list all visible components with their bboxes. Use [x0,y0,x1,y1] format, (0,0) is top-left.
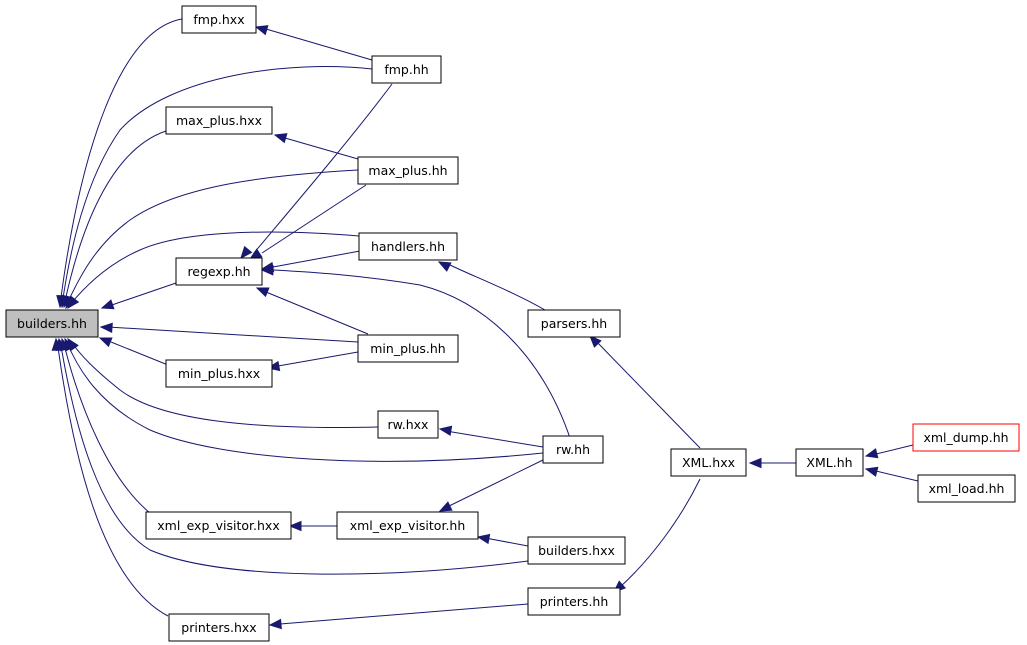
edge-min-plus-hxx-to-builders-hh [110,341,169,366]
node-rw-hxx[interactable]: rw.hxx [377,410,439,439]
edge-builders-hxx-to-builders-hh [59,339,529,575]
node-label: xml_load.hh [929,481,1005,496]
node-label: xml_dump.hh [923,430,1008,445]
edge-min-plus-hh-to-min-plus-hxx [277,351,359,367]
edge-xml-dump-hh-to-xml-hh [875,444,914,455]
arrowhead [255,287,270,298]
node-rw-hh[interactable]: rw.hh [542,435,604,464]
edge-handlers-hh-to-builders-hh [67,231,360,308]
node-label: XML.hh [806,455,852,470]
arrowhead [748,457,762,469]
arrowhead [589,335,602,348]
arrowhead [288,520,302,532]
nodes: builders.hh fmp.hxx fmp.hh max_plus.hxx … [5,5,1020,642]
node-xml-exp-visitor-hxx[interactable]: xml_exp_visitor.hxx [145,511,292,540]
edge-handlers-hh-to-regexp-hh [272,250,361,268]
edge-rw-hh-to-rw-hxx [445,430,544,448]
node-label: rw.hxx [388,417,429,432]
arrowhead [476,533,491,545]
node-label: XML.hxx [682,455,735,470]
edge-rw-hh-to-xml-exp-visitor-hh [444,458,546,509]
edge-min-plus-hh-to-builders-hh [107,326,359,343]
node-label: min_plus.hxx [178,366,260,381]
node-label: fmp.hxx [193,12,244,27]
node-label: printers.hh [540,594,609,609]
node-label: printers.hxx [181,620,256,635]
node-printers-hxx[interactable]: printers.hxx [168,613,270,642]
edge-xml-hxx-to-parsers-hh [593,338,701,449]
arrowhead [438,425,453,436]
edge-xml-hxx-to-printers-hh [618,478,701,589]
arrowhead [864,448,879,459]
node-label: fmp.hh [384,62,428,77]
edge-printers-hxx-to-builders-hh [56,339,169,617]
edge-rw-hh-to-builders-hh [65,339,544,462]
edge-fmp-hh-to-fmp-hxx [265,28,373,61]
node-label: parsers.hh [541,316,607,331]
node-label: rw.hh [556,442,590,457]
node-label: regexp.hh [187,264,250,279]
node-label: builders.hh [17,316,87,331]
edge-xml-exp-visitor-hxx-to-builders-hh [62,339,151,514]
node-min-plus-hxx[interactable]: min_plus.hxx [165,359,273,388]
edge-xml-load-hh-to-xml-hh [875,470,919,482]
edge-fmp-hh-to-builders-hh [61,66,373,306]
node-parsers-hh[interactable]: parsers.hh [527,309,621,338]
arrowhead [864,466,879,477]
edge-min-plus-hh-to-regexp-hh [265,291,369,335]
arrowhead [240,245,253,260]
arrowhead [51,337,63,351]
node-label: xml_exp_visitor.hh [350,518,466,533]
arrowhead [100,299,115,310]
arrowhead [98,337,113,348]
node-handlers-hh[interactable]: handlers.hh [358,232,458,261]
node-min-plus-hh[interactable]: min_plus.hh [357,334,459,363]
node-printers-hh[interactable]: printers.hh [527,587,621,616]
node-label: max_plus.hh [368,163,447,178]
edge-printers-hh-to-printers-hxx [279,603,529,625]
edge-fmp-hxx-to-builders-hh [59,18,183,306]
node-fmp-hh[interactable]: fmp.hh [371,55,442,84]
arrowhead [99,322,113,334]
node-fmp-hxx[interactable]: fmp.hxx [181,5,257,34]
arrowhead [273,133,288,144]
node-max-plus-hh[interactable]: max_plus.hh [357,156,459,185]
node-regexp-hh[interactable]: regexp.hh [175,257,263,286]
node-label: builders.hxx [538,543,615,558]
arrowheads [51,25,879,630]
node-label: handlers.hh [371,239,445,254]
node-builders-hh[interactable]: builders.hh [5,309,99,338]
edge-regexp-hh-to-builders-hh [105,282,177,308]
edge-rw-hh-to-regexp-hh [273,269,571,439]
node-builders-hxx[interactable]: builders.hxx [527,536,626,565]
node-label: xml_exp_visitor.hxx [157,518,279,533]
node-label: min_plus.hh [370,341,445,356]
edge-max-plus-hxx-to-builders-hh [63,130,167,307]
edge-fmp-hh-to-regexp-hh [253,83,393,254]
arrowhead [254,25,269,36]
arrowhead [67,295,80,310]
node-xml-dump-hh[interactable]: xml_dump.hh [912,423,1020,452]
edge-parsers-hh-to-handlers-hh [447,263,546,311]
arrowhead [268,618,282,630]
edges [56,18,919,625]
node-label: max_plus.hxx [176,113,262,128]
edge-max-plus-hh-to-max-plus-hxx [284,137,359,160]
edge-max-plus-hh-to-builders-hh [65,169,359,307]
arrowhead [438,501,453,512]
node-xml-hh[interactable]: XML.hh [795,448,864,477]
edge-max-plus-hh-to-regexp-hh [261,184,367,254]
arrowhead [260,265,274,276]
node-xml-exp-visitor-hh[interactable]: xml_exp_visitor.hh [336,511,479,540]
node-xml-hxx[interactable]: XML.hxx [670,448,747,477]
edge-rw-hxx-to-builders-hh [69,339,379,429]
node-xml-load-hh[interactable]: xml_load.hh [917,474,1016,503]
arrowhead [437,261,452,272]
node-max-plus-hxx[interactable]: max_plus.hxx [165,106,273,135]
